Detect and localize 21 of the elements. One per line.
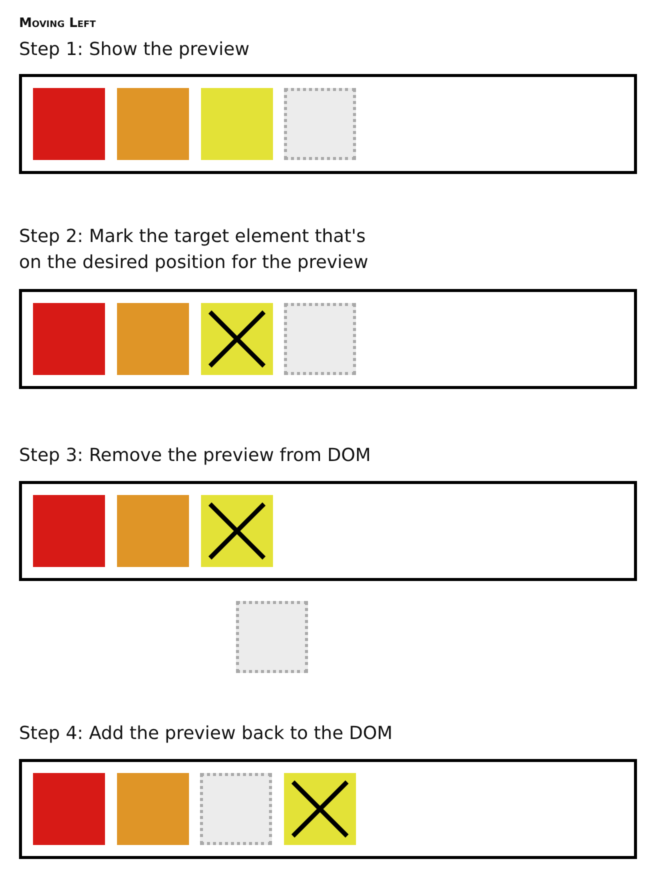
preview-placeholder [284,303,356,375]
preview-placeholder [200,773,272,845]
step-heading: Step 2: Mark the target element that's on the desired position for the preview [19,225,370,275]
block [201,495,273,567]
block [33,303,105,375]
block [33,773,105,845]
block [284,773,356,845]
block [33,495,105,567]
preview-placeholder [284,88,356,160]
block [117,495,189,567]
step-heading: Step 1: Show the preview [19,38,250,62]
block [201,303,273,375]
step-heading: Step 4: Add the preview back to the DOM [19,722,393,746]
step-heading: Step 3: Remove the preview from DOM [19,444,371,468]
block [117,88,189,160]
section-title: Moving Left [19,16,96,31]
block [117,773,189,845]
block [201,88,273,160]
preview-placeholder [236,601,308,673]
block [117,303,189,375]
block [33,88,105,160]
